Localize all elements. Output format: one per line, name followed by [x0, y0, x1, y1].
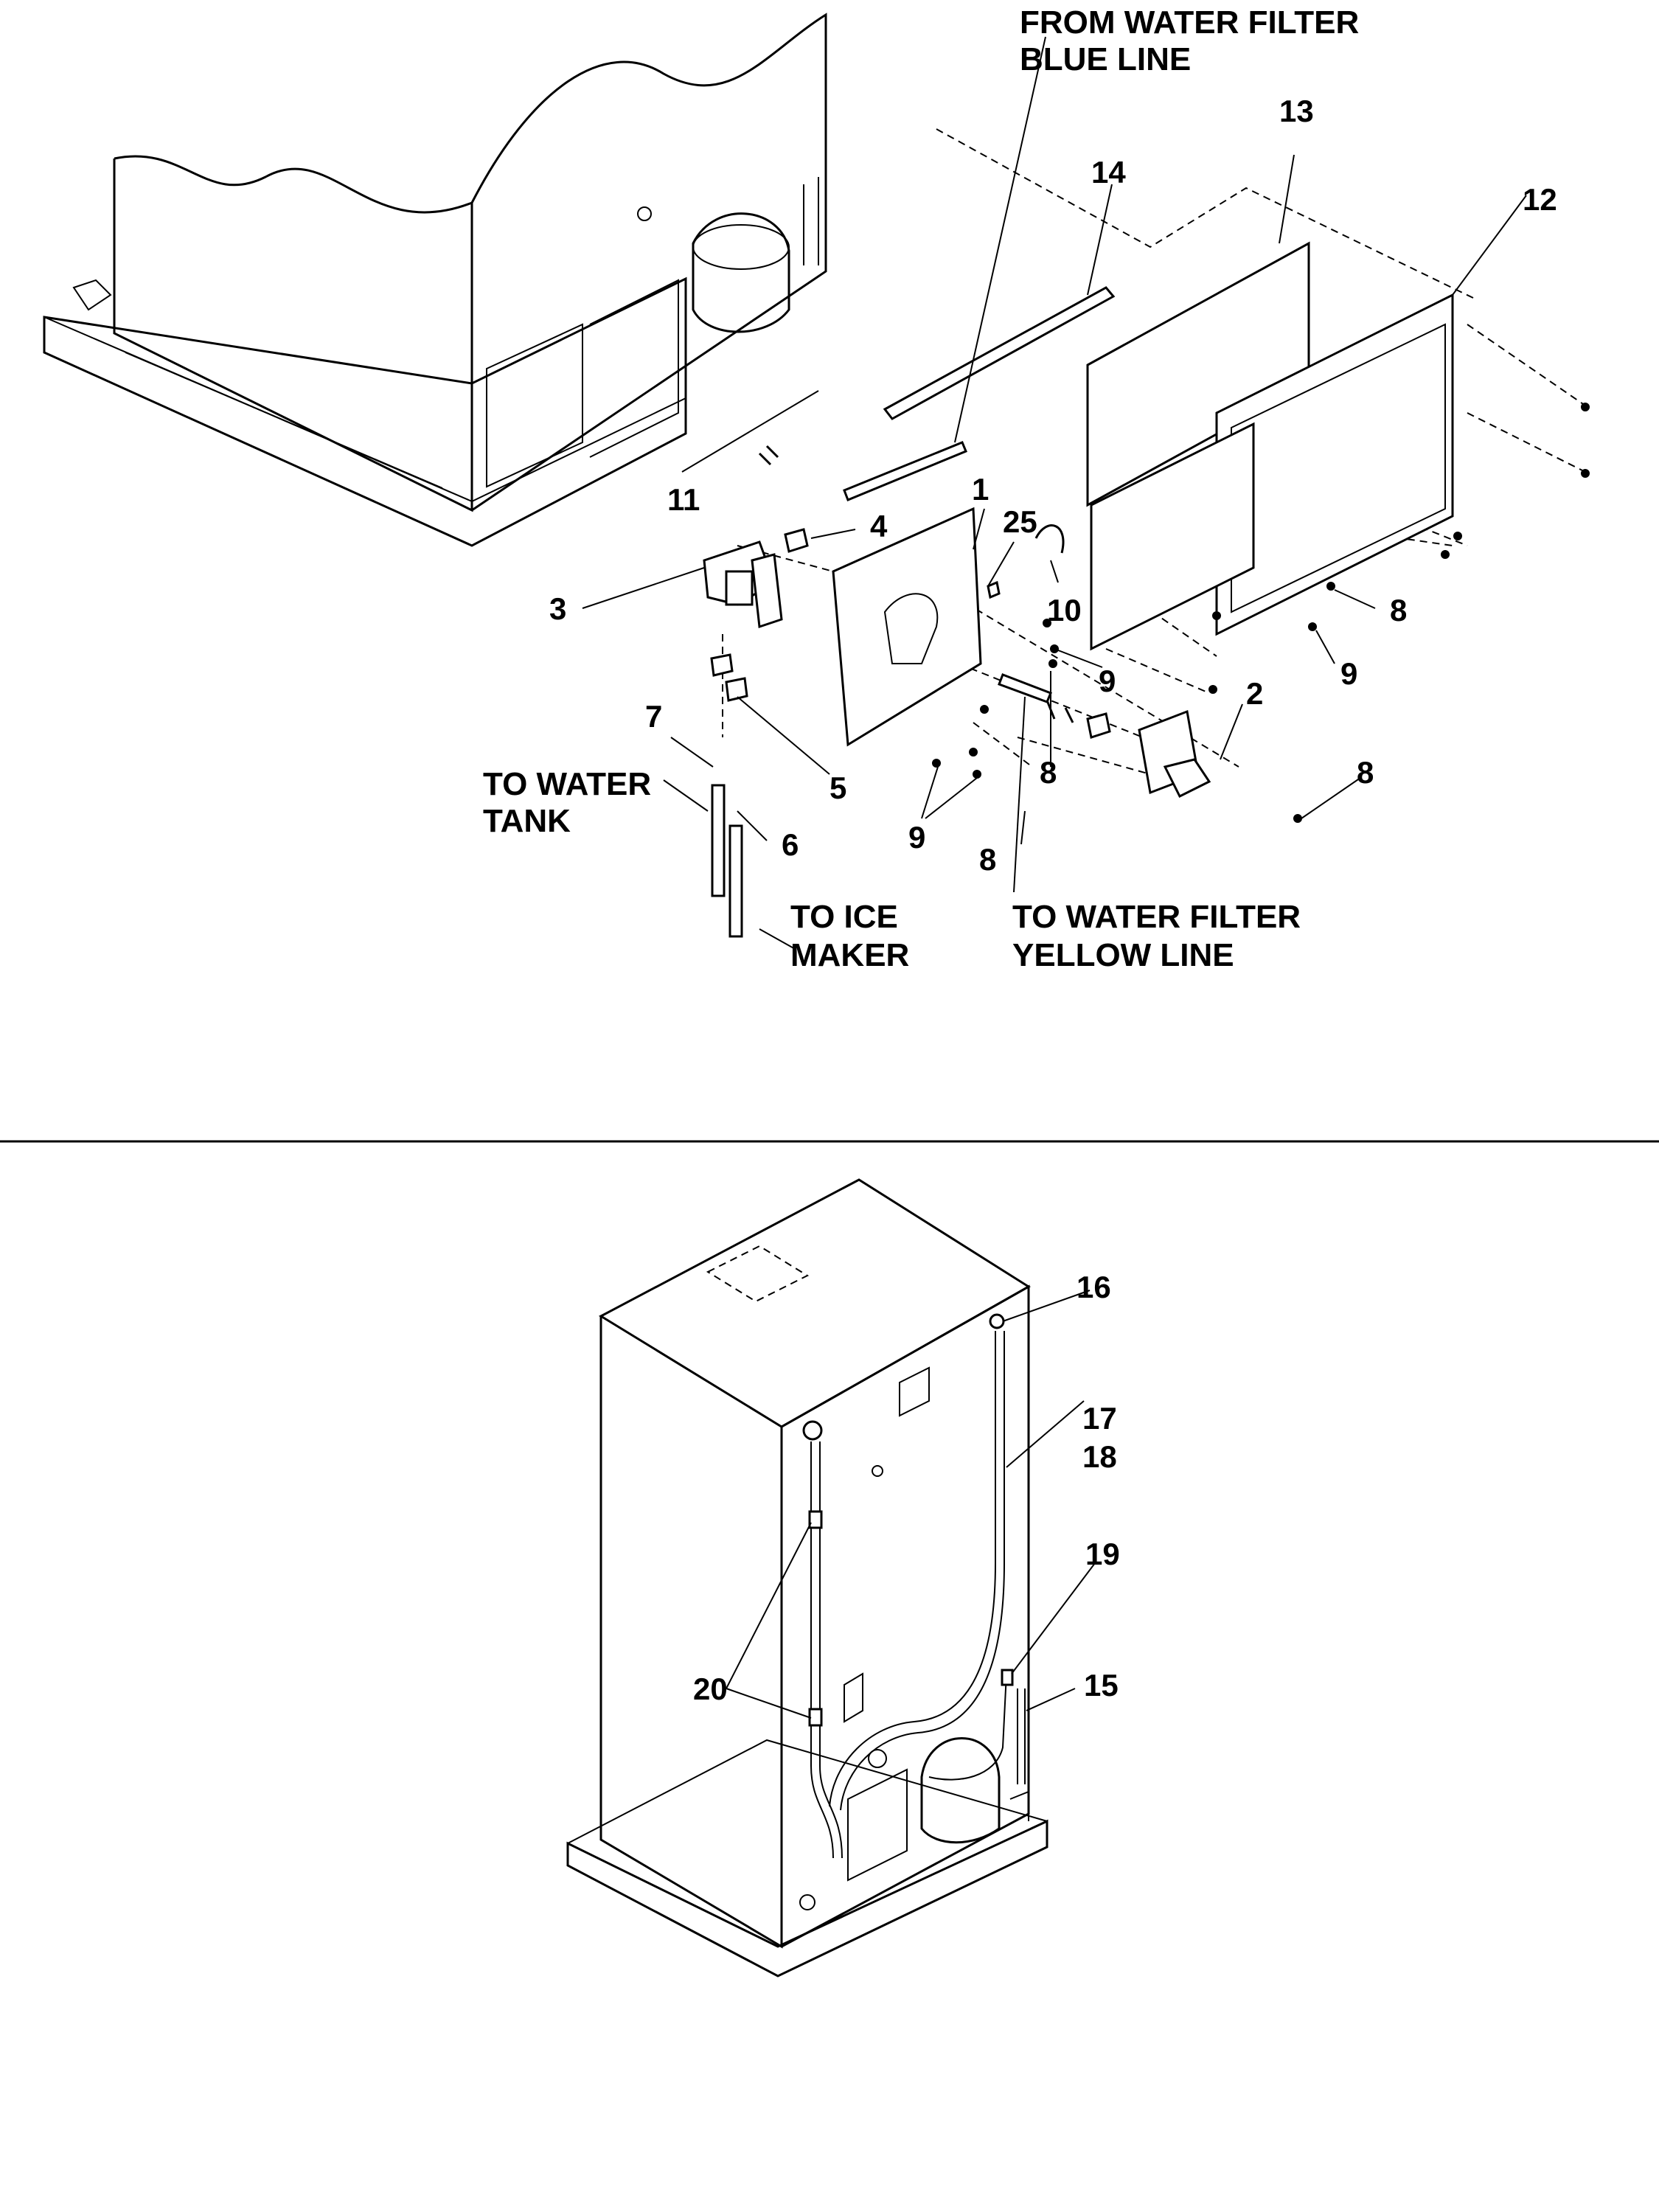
callout-9b: 9	[1099, 664, 1116, 698]
callout-3: 3	[549, 591, 566, 626]
callouts-top: 1 2 3 4 5 6 7 8 8 8 8 9 9 9 10 11 12 13 …	[549, 94, 1557, 877]
leader-lines	[582, 36, 1527, 950]
label-to-filter-line1: TO WATER FILTER	[1012, 899, 1301, 935]
part-2-water-valve	[1138, 709, 1211, 799]
label-to-ice-line2: MAKER	[790, 937, 909, 973]
fittings	[710, 528, 1111, 739]
callout-8a: 8	[1390, 593, 1407, 627]
callout-5: 5	[830, 771, 846, 805]
leader-lines-bottom	[726, 1290, 1096, 1719]
callout-12: 12	[1523, 182, 1557, 217]
callout-8c: 8	[1040, 755, 1057, 790]
lower-access-panel	[1090, 422, 1255, 651]
callout-2: 2	[1246, 676, 1263, 711]
part-1-mounting-bracket	[832, 507, 982, 747]
label-from-filter-line2: BLUE LINE	[1020, 41, 1191, 77]
callout-1: 1	[972, 472, 989, 507]
part-3-water-valve	[703, 540, 783, 629]
screws	[758, 403, 1590, 823]
callout-9a: 9	[1340, 656, 1357, 691]
tube-to-water-tank	[711, 784, 726, 897]
callout-16: 16	[1077, 1270, 1111, 1304]
callout-14: 14	[1091, 155, 1126, 189]
tube-to-ice-maker	[728, 824, 743, 938]
refrigerator-lower-cabinet	[43, 13, 827, 547]
blue-line-tube	[843, 441, 967, 501]
part-14-strip	[883, 286, 1116, 420]
callout-13: 13	[1279, 94, 1314, 128]
callout-7: 7	[645, 699, 662, 734]
callout-17: 17	[1082, 1401, 1117, 1436]
callout-10: 10	[1047, 593, 1082, 627]
callout-8d: 8	[979, 842, 996, 877]
callout-9c: 9	[908, 820, 925, 855]
callout-18: 18	[1082, 1439, 1117, 1474]
refrigerator-rear-view	[566, 1178, 1048, 1978]
callout-11: 11	[667, 482, 700, 517]
part-10-clip	[1034, 524, 1065, 554]
callout-20: 20	[693, 1672, 728, 1706]
callout-25: 25	[1003, 504, 1037, 539]
callout-8b: 8	[1357, 755, 1374, 790]
callout-19: 19	[1085, 1537, 1120, 1571]
label-to-tank-line1: TO WATER	[483, 766, 651, 802]
label-from-filter-line1: FROM WATER FILTER	[1020, 4, 1359, 41]
callout-6: 6	[782, 827, 799, 862]
label-to-ice-line1: TO ICE	[790, 899, 898, 935]
label-to-tank-line2: TANK	[483, 803, 571, 839]
callout-4: 4	[870, 509, 888, 543]
flow-labels: FROM WATER FILTER BLUE LINE TO WATER TAN…	[483, 4, 1359, 973]
callouts-bottom: 15 16 17 18 19 20	[693, 1270, 1120, 1706]
label-to-filter-line2: YELLOW LINE	[1012, 937, 1234, 973]
callout-15: 15	[1084, 1668, 1119, 1703]
